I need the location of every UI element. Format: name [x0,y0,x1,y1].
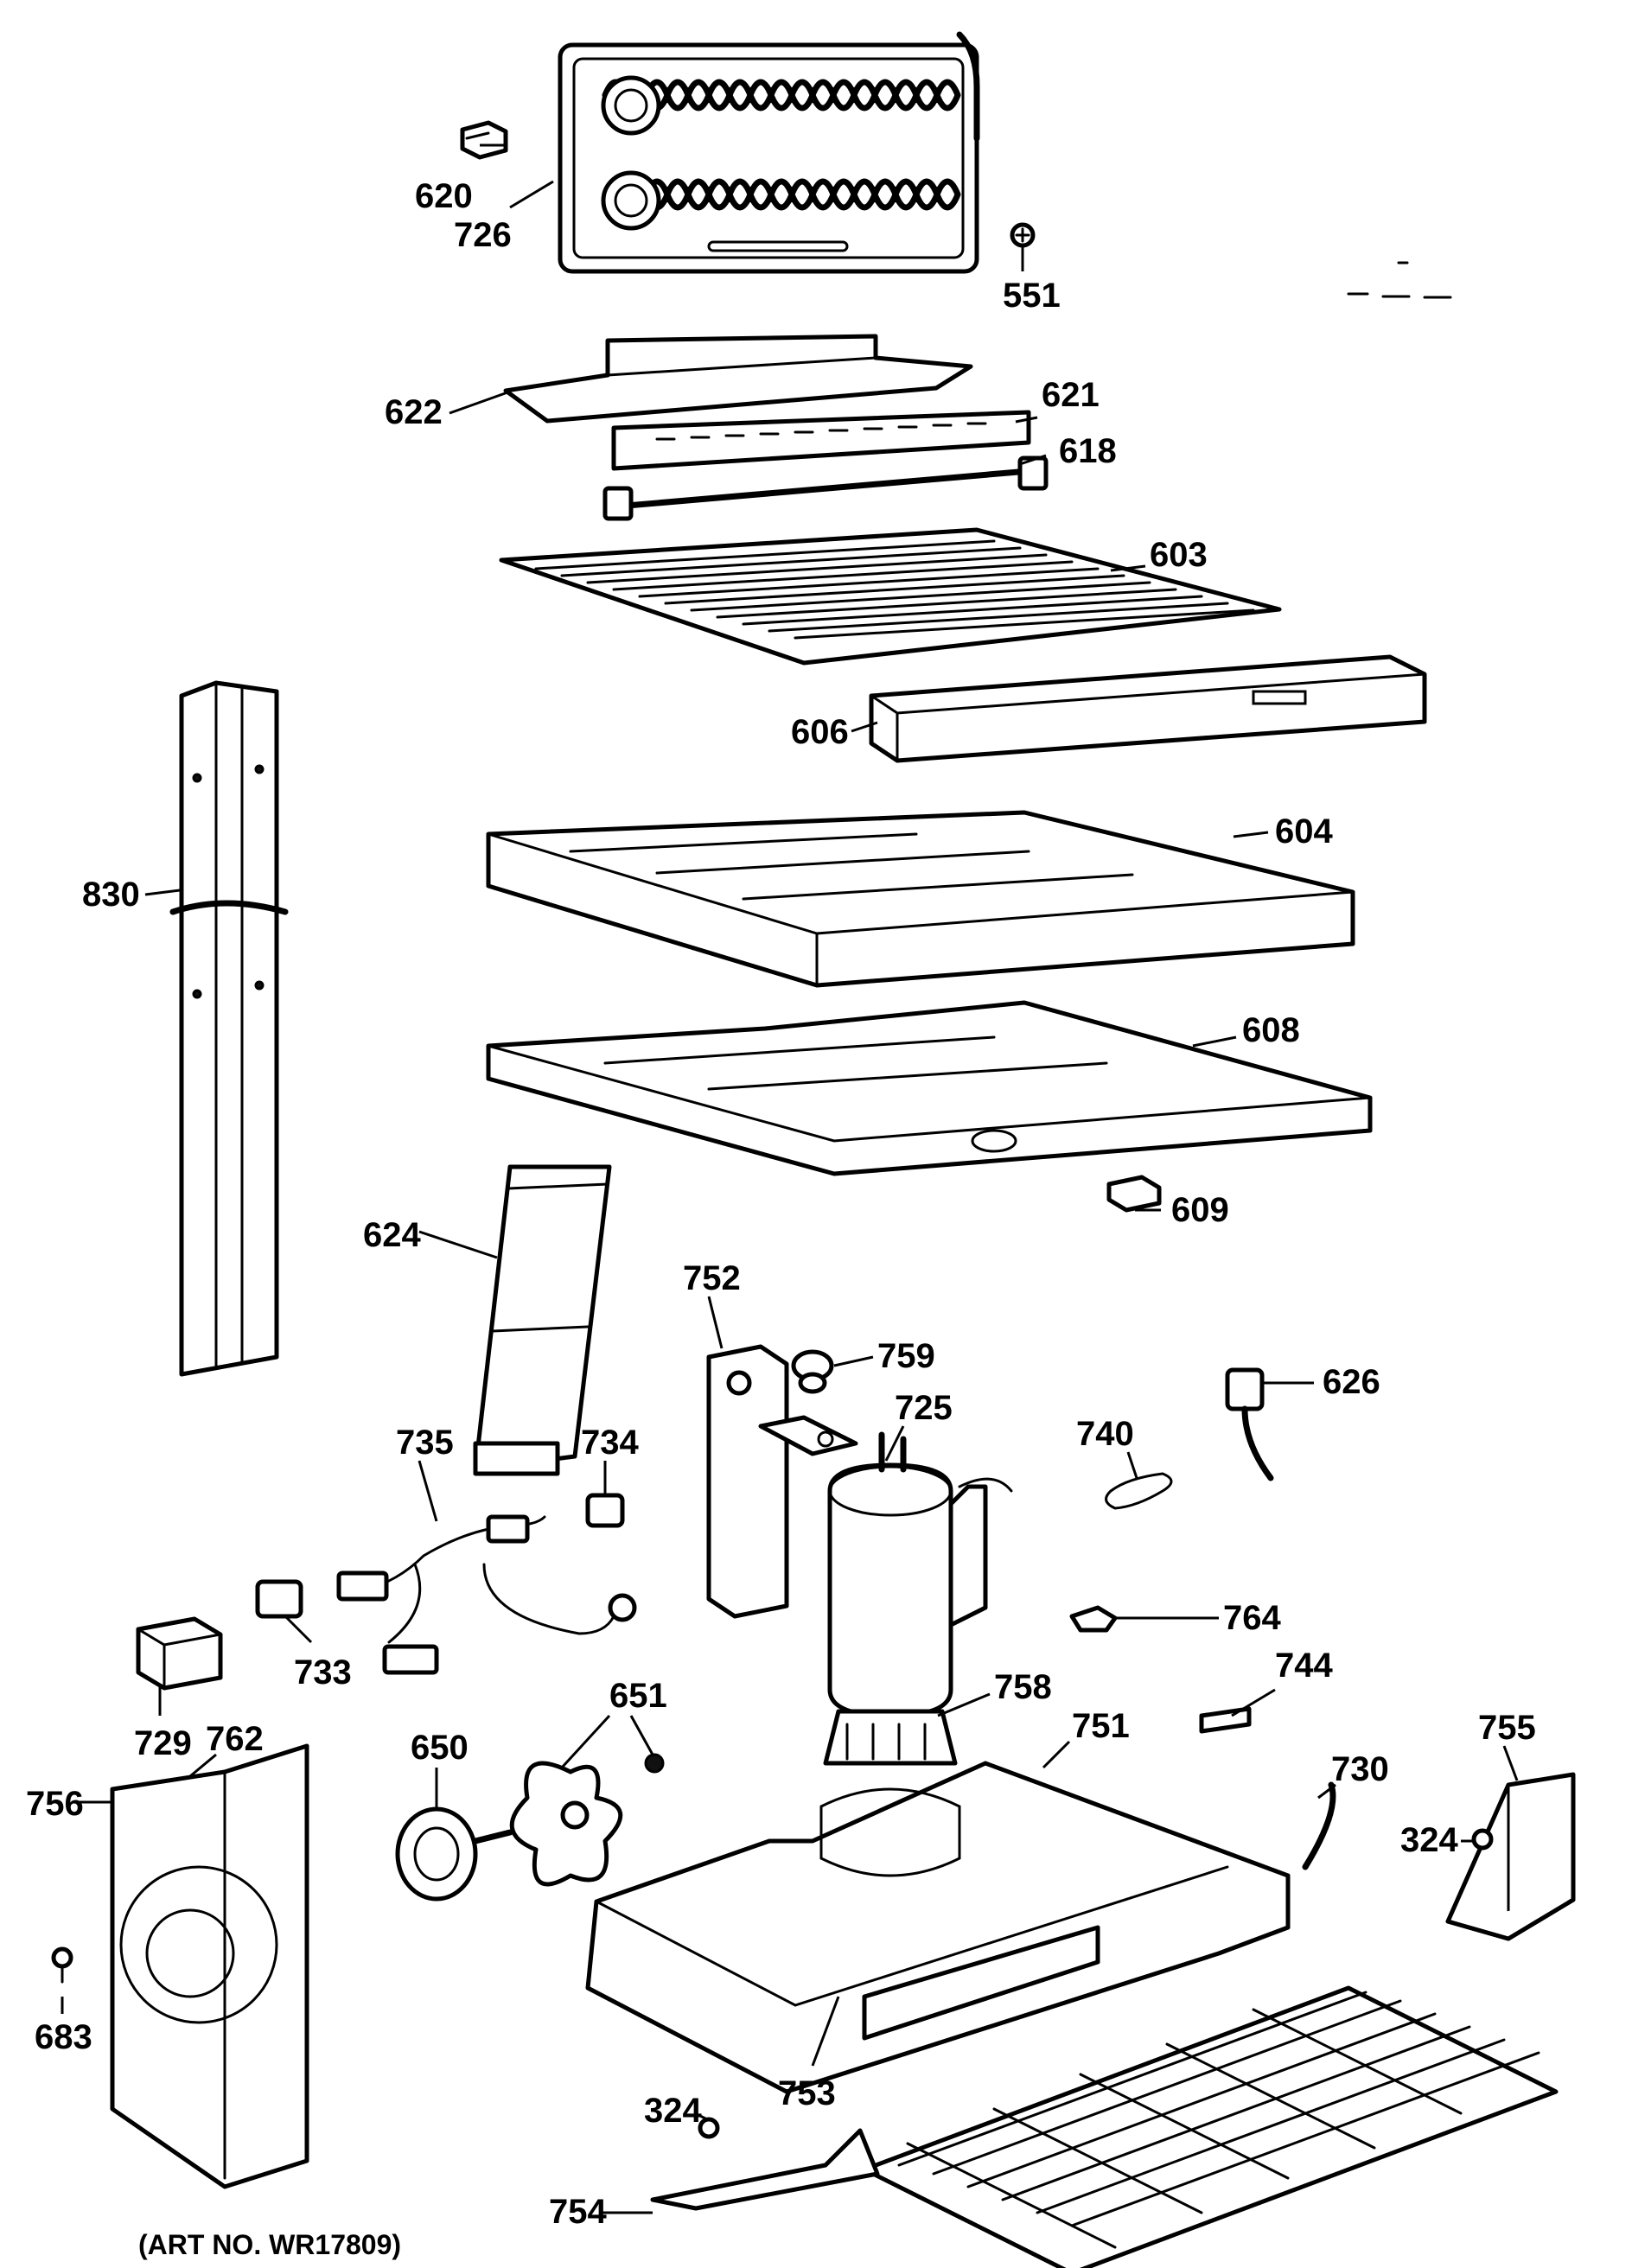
callout-726: 726 [454,216,512,254]
callout-762: 762 [206,1720,264,1758]
callout-324-b: 324 [644,2092,702,2130]
evaporator-726 [558,31,980,274]
callout-740: 740 [1076,1415,1134,1453]
callout-618: 618 [1059,432,1117,470]
channel-621 [611,410,1031,471]
connector-734 [585,1493,625,1528]
fan-blade-651 [509,1753,665,1887]
clip-620 [460,120,508,160]
bracket-754 [650,2128,880,2211]
callout-758: 758 [994,1668,1052,1706]
callout-756: 756 [26,1785,84,1823]
callout-751: 751 [1072,1707,1130,1745]
relay-626 [1225,1367,1274,1481]
callout-608: 608 [1242,1011,1300,1049]
evaporator-coils [601,75,961,231]
front-753 [862,1925,1100,2041]
callout-754: 754 [549,2193,607,2231]
bracket-752 [706,1344,858,1619]
callout-744: 744 [1275,1647,1333,1685]
callout-324-a: 324 [1400,1821,1458,1859]
callout-725: 725 [895,1389,953,1427]
pan-cover-608 [486,1000,1373,1176]
callout-735: 735 [396,1424,454,1462]
callout-labels: 620 726 551 622 621 618 603 606 604 830 … [26,177,1536,2231]
callout-755: 755 [1478,1709,1536,1747]
baffle-622 [503,334,973,424]
callout-764: 764 [1223,1599,1281,1637]
screw-324-a [1471,1828,1494,1851]
heater-rod-618 [602,456,1049,521]
leader-lines [61,143,1519,2214]
compressor-725 [827,1431,1013,1718]
callout-603: 603 [1150,536,1208,574]
clip-744 [1199,1706,1252,1734]
callout-683: 683 [35,2018,92,2056]
crisper-frame-606 [869,654,1427,763]
base-751 [585,1761,1291,2094]
callout-604: 604 [1275,812,1333,850]
callout-621: 621 [1042,376,1100,414]
grommet-759 [791,1349,834,1394]
shroud-756 [110,1743,309,2189]
callout-606: 606 [791,713,849,751]
bracket-755 [1445,1772,1576,1941]
callout-651: 651 [609,1677,667,1715]
callout-620: 620 [415,177,473,215]
callout-729: 729 [134,1724,192,1762]
clip-609 [1106,1175,1162,1213]
connector-733 [255,1579,303,1619]
capacitor-729 [136,1616,223,1691]
callout-551: 551 [1003,277,1061,315]
callout-624: 624 [363,1216,421,1254]
callout-622: 622 [385,393,443,431]
callout-650: 650 [411,1729,469,1767]
harness-735 [336,1514,637,1675]
callout-830: 830 [82,876,140,914]
shelf-603 [499,527,1282,666]
clip-740 [1105,1472,1173,1510]
screw-551 [1010,222,1036,248]
art-number-caption: (ART NO. WR17809) [138,2229,401,2260]
duct-624 [473,1164,612,1476]
clip-764 [1069,1605,1118,1633]
mullion-830 [169,680,289,1377]
screw-683 [51,1946,73,1984]
callout-730: 730 [1331,1750,1389,1788]
condenser-730 [862,1781,1559,2268]
callout-759: 759 [877,1337,935,1375]
screw-324-b [698,2117,720,2139]
callout-734: 734 [581,1424,639,1462]
callout-609: 609 [1171,1191,1229,1229]
fan-motor-650 [395,1806,513,1902]
mount-758 [823,1709,958,1766]
callout-733: 733 [294,1653,352,1691]
callout-752: 752 [683,1259,741,1297]
shelf-cover-604 [486,810,1355,988]
artifact-dashes [1347,261,1452,299]
callout-626: 626 [1323,1363,1380,1401]
callout-753: 753 [778,2074,836,2112]
